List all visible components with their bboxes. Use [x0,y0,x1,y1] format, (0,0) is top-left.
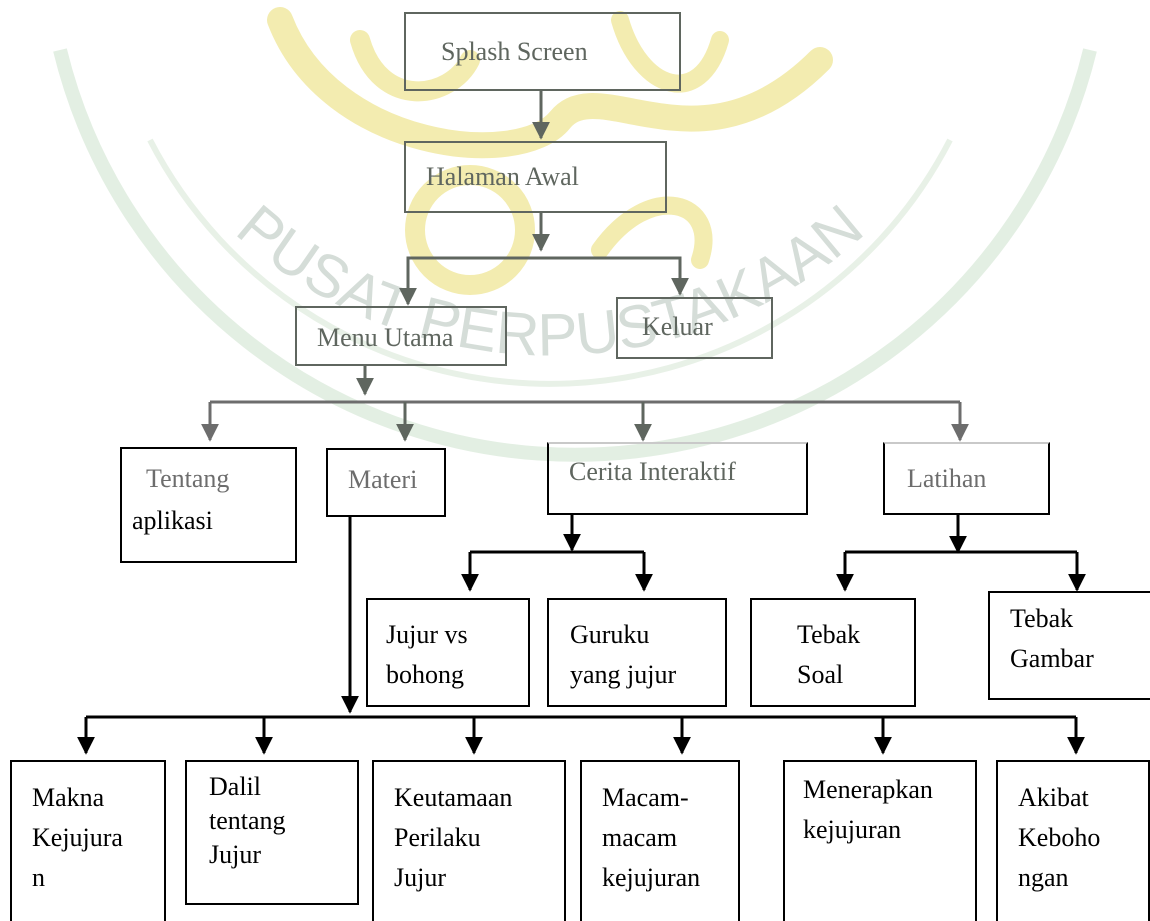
node-tebak-soal: Tebak Soal [750,598,916,707]
node-latihan-label: Latihan [907,464,987,493]
node-halaman-awal: Halaman Awal [404,141,667,213]
node-tebak-soal-label: Tebak Soal [797,620,861,689]
node-menerapkan-label: Menerapkan kejujuran [803,775,933,844]
node-makna-label: Makna Kejujura n [32,783,123,892]
node-akibat-label: Akibat Keboho ngan [1018,783,1101,892]
node-keutamaan-perilaku-jujur: Keutamaan Perilaku Jujur [372,760,566,921]
node-tebak-gambar-label: Tebak Gambar [1010,604,1094,673]
node-tebak-gambar: Tebak Gambar [988,591,1150,700]
node-tentang-label-line1: Tentang [146,464,230,493]
node-materi: Materi [326,448,446,517]
node-akibat-kebohongan: Akibat Keboho ngan [996,760,1150,921]
edge-halaman-branch [406,256,682,287]
node-tentang-label-line2: aplikasi [132,506,213,535]
node-guruku-yang-jujur: Guruku yang jujur [547,598,727,707]
node-tentang-aplikasi: Tentang aplikasi [120,447,297,563]
node-macam-macam-kejujuran: Macam- macam kejujuran [580,760,740,921]
node-menerapkan-kejujuran: Menerapkan kejujuran [783,760,977,921]
node-keluar-label: Keluar [642,312,713,341]
node-splash-screen: Splash Screen [404,12,681,91]
node-macam-label: Macam- macam kejujuran [602,783,701,892]
node-jujur-vs-bohong: Jujur vs bohong [366,598,530,707]
node-materi-label: Materi [348,465,418,494]
node-menu-utama-label: Menu Utama [317,323,454,352]
node-dalil-label: Dalil tentang Jujur [209,772,286,869]
node-dalil-tentang-jujur: Dalil tentang Jujur [185,760,359,905]
node-splash-screen-label: Splash Screen [441,37,588,66]
node-keutamaan-label: Keutamaan Perilaku Jujur [394,783,513,892]
node-cerita-interaktif: Cerita Interaktif [547,442,808,515]
node-latihan: Latihan [883,442,1050,515]
node-cerita-interaktif-label: Cerita Interaktif [569,457,736,486]
node-keluar: Keluar [616,297,773,359]
node-menu-utama: Menu Utama [295,306,507,366]
node-halaman-awal-label: Halaman Awal [426,162,579,191]
node-guruku-label: Guruku yang jujur [570,620,677,689]
node-makna-kejujuran: Makna Kejujura n [10,760,166,921]
node-jujur-vs-bohong-label: Jujur vs bohong [386,620,468,689]
